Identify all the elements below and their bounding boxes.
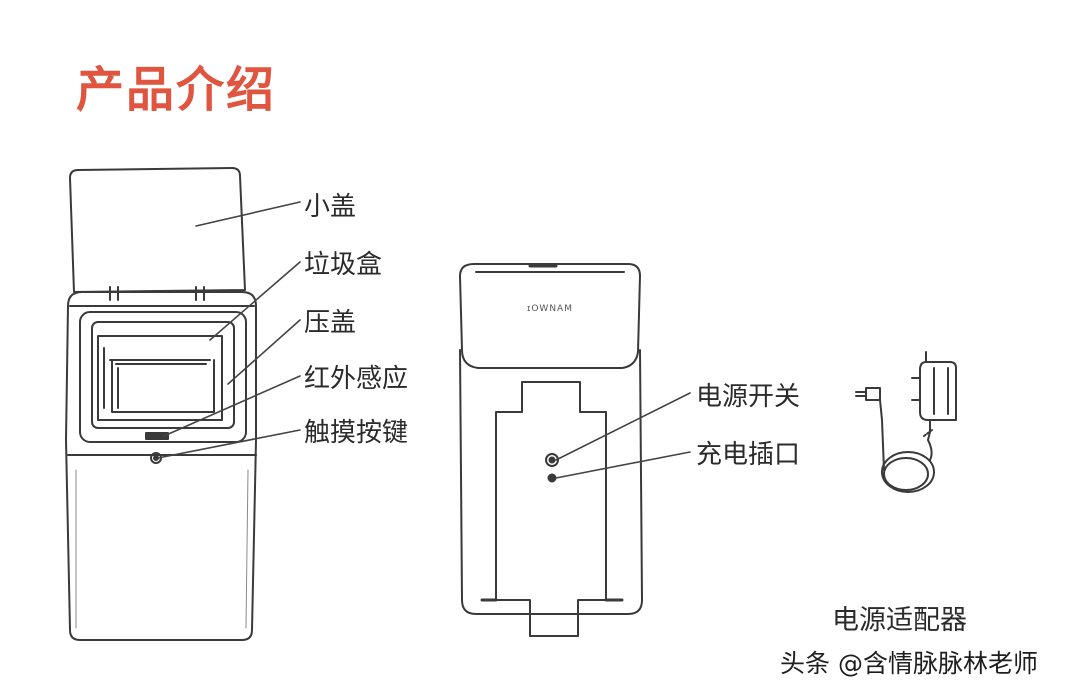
can-body-outline [65,291,257,641]
back-trash-can-drawing [459,263,643,637]
power-adapter-drawing [855,351,957,493]
label-power-adapter: 电源适配器 [832,605,967,636]
label-power-switch: 电源开关 [696,382,801,412]
label-touch-button: 触摸按键 [304,418,409,448]
open-lid-shape [69,167,246,293]
leader-charging-port [555,451,691,479]
label-infrared: 红外感应 [304,364,409,394]
middle-leader-lines [555,392,691,479]
leader-lid [195,201,301,227]
leader-press-cover [227,319,301,385]
label-bin: 垃圾盒 [304,250,383,280]
watermark: 头条 @含情脉脉林老师 [780,649,1038,678]
label-lid: 小盖 [304,192,357,222]
left-leader-lines [157,201,301,459]
label-press-cover: 压盖 [304,308,357,338]
leader-power-switch [555,392,691,461]
open-trash-can-drawing [65,167,257,641]
leader-bin [209,261,301,341]
page-title: 产品介绍 [76,62,277,118]
leader-touch-button [157,429,301,459]
label-charging-port: 充电插口 [696,440,801,470]
leader-infrared [163,375,301,437]
brand-logo: ɪOWNAM [527,304,573,314]
